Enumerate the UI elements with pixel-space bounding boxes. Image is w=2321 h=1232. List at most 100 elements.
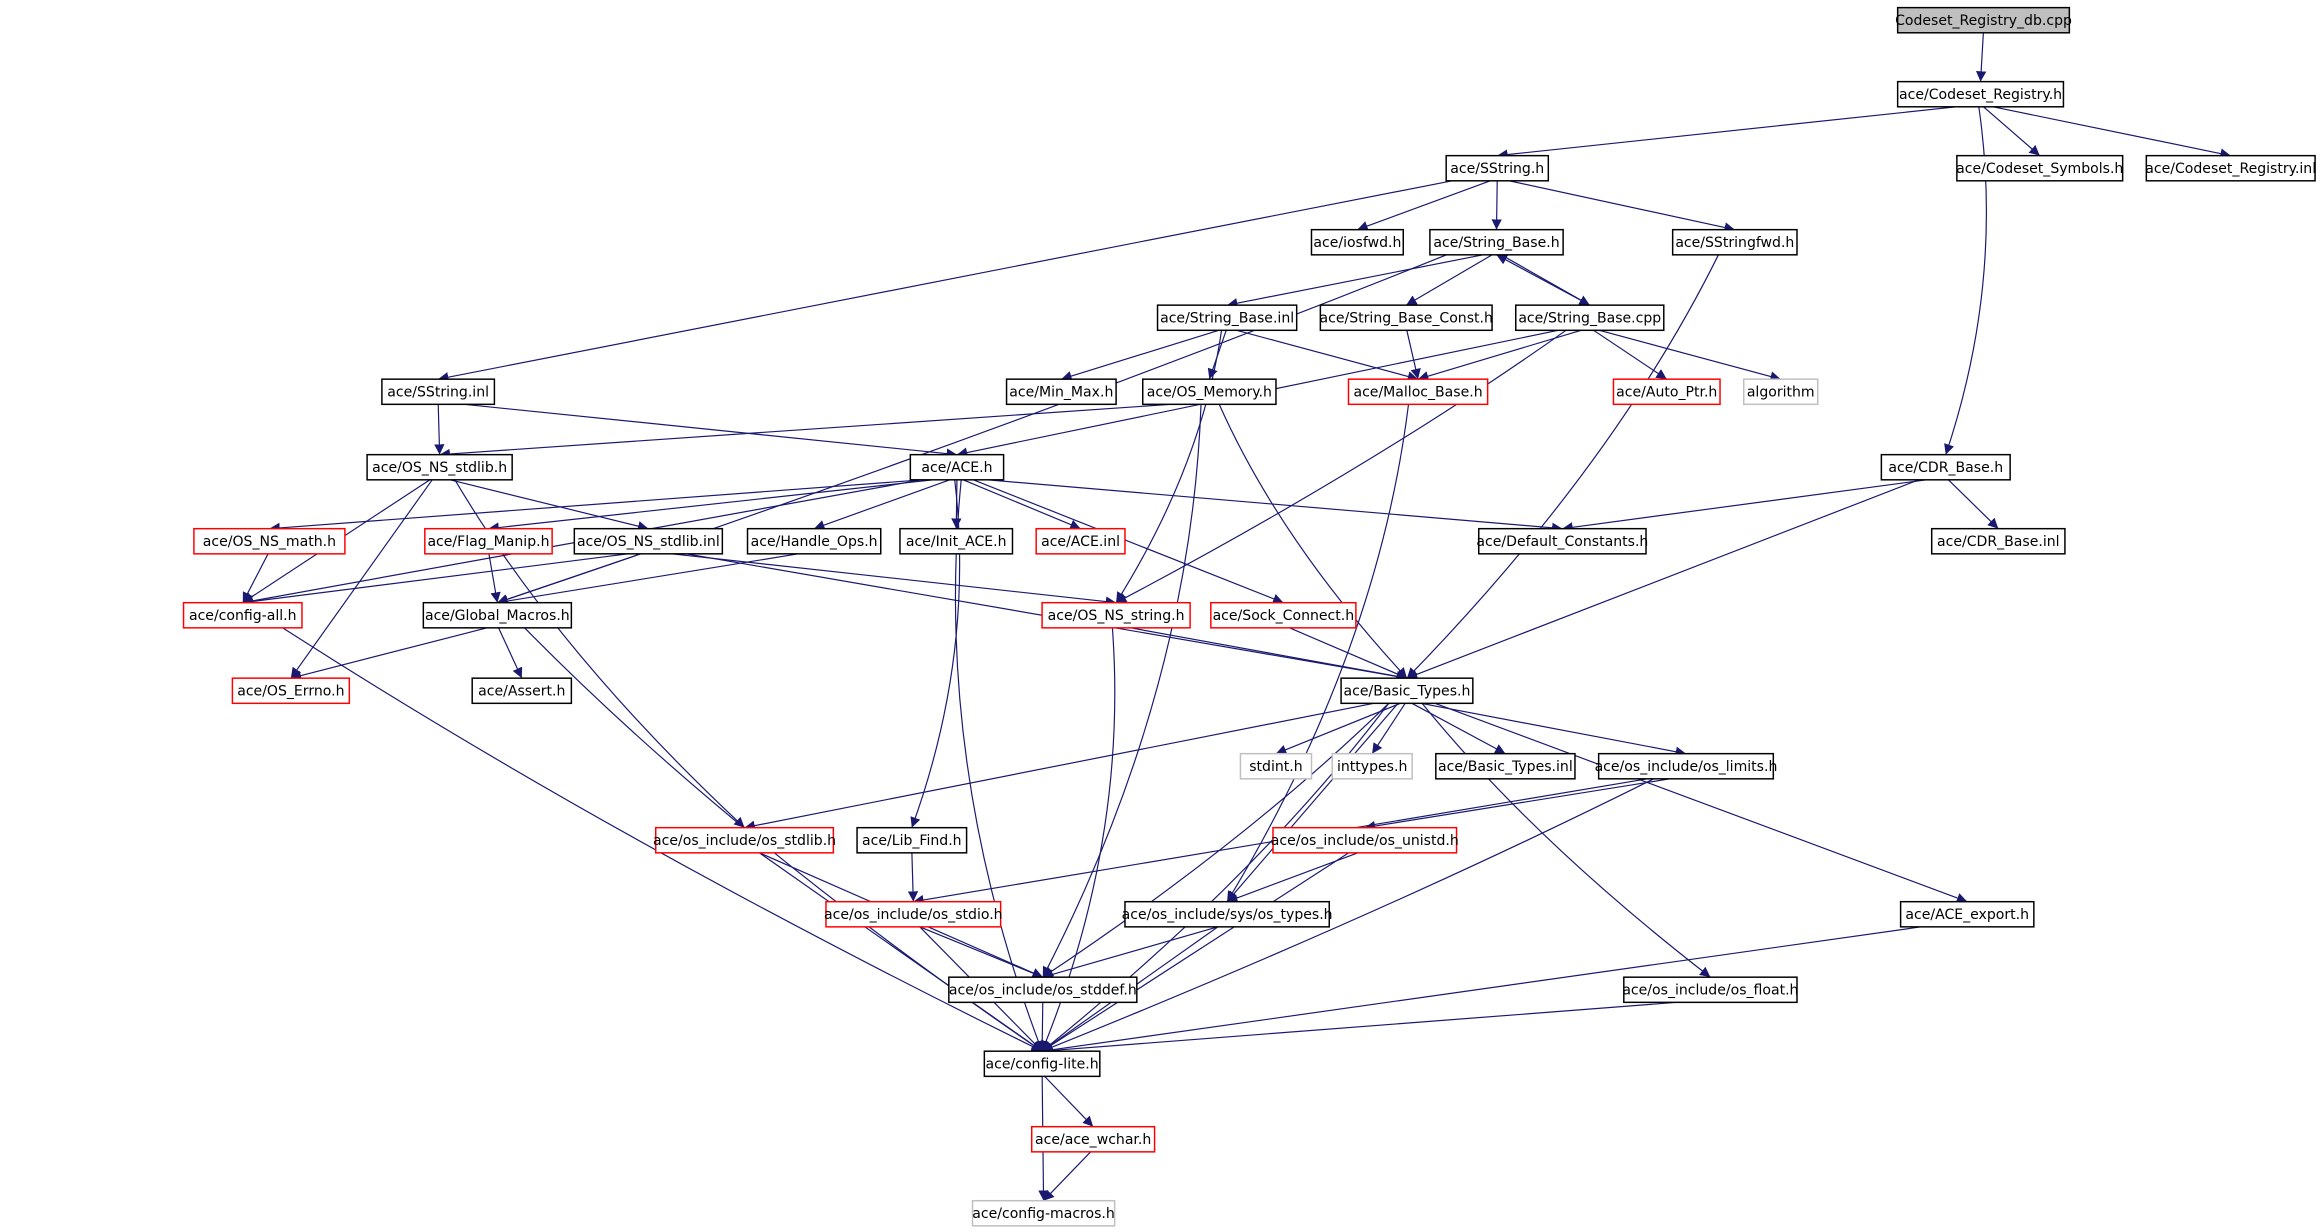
- edge-cdr-h-to-cdr-inl: [1947, 479, 1999, 530]
- node-cdr-inl[interactable]: ace/CDR_Base.inl: [1930, 527, 2066, 555]
- node-box: [2145, 154, 2316, 182]
- node-box: [971, 1199, 1116, 1227]
- node-label: ace/OS_NS_stdlib.inl: [577, 534, 720, 550]
- node-auto-ptr[interactable]: ace/Auto_Ptr.h: [1612, 378, 1721, 406]
- node-box: [1210, 601, 1357, 629]
- node-sstringfwd[interactable]: ace/SStringfwd.h: [1671, 228, 1798, 256]
- node-ns-math[interactable]: ace/OS_NS_math.h: [193, 527, 346, 555]
- node-config-lite[interactable]: ace/config-lite.h: [983, 1050, 1101, 1078]
- node-stdint[interactable]: stdint.h: [1239, 752, 1313, 780]
- node-os-stddef[interactable]: ace/os_include/os_stddef.h: [948, 976, 1138, 1004]
- edge-global-macros-to-assert: [498, 627, 523, 679]
- edge-os-types-to-os-stddef: [1042, 926, 1219, 980]
- node-os-float[interactable]: ace/os_include/os_float.h: [1622, 976, 1798, 1004]
- node-box: [1005, 378, 1117, 406]
- edge-ns-stdlib-inl-to-ns-string: [671, 553, 1117, 607]
- node-inttypes[interactable]: inttypes.h: [1331, 752, 1413, 780]
- node-label: ace/SString.inl: [387, 384, 489, 400]
- node-os-unistd[interactable]: ace/os_include/os_unistd.h: [1271, 826, 1459, 854]
- node-box: [1896, 6, 2071, 34]
- edge-sb-inl-to-malloc-base: [1236, 329, 1419, 382]
- node-ace-inl[interactable]: ace/ACE.inl: [1035, 527, 1126, 555]
- node-box: [983, 1050, 1101, 1078]
- node-box: [856, 826, 968, 854]
- node-label: ace/SString.h: [1450, 161, 1544, 177]
- node-sb-inl[interactable]: ace/String_Base.inl: [1156, 304, 1298, 332]
- edge-global-macros-to-os-errno: [290, 627, 488, 681]
- node-sb-const[interactable]: ace/String_Base_Const.h: [1320, 304, 1493, 332]
- node-ace-export[interactable]: ace/ACE_export.h: [1899, 900, 2035, 928]
- edge-sb-cpp-to-ns-string: [1115, 329, 1567, 604]
- edge-os-stdio-to-os-stddef: [919, 926, 1044, 979]
- node-ns-stdlib-inl[interactable]: ace/OS_NS_stdlib.inl: [573, 527, 724, 555]
- node-sstring-h[interactable]: ace/SString.h: [1445, 154, 1550, 182]
- node-box: [1623, 976, 1798, 1004]
- edge-ace-h-to-default-const: [987, 479, 1563, 533]
- node-os-stdlib[interactable]: ace/os_include/os_stdlib.h: [653, 826, 836, 854]
- node-cs-sym[interactable]: ace/Codeset_Symbols.h: [1956, 154, 2124, 182]
- node-os-limits[interactable]: ace/os_include/os_limits.h: [1595, 752, 1778, 780]
- node-default-const[interactable]: ace/Default_Constants.h: [1476, 527, 1648, 555]
- node-label: ace/Codeset_Registry.inl: [2145, 161, 2316, 177]
- node-label: ace/String_Base.h: [1433, 235, 1559, 251]
- node-sb-h[interactable]: ace/String_Base.h: [1429, 228, 1564, 256]
- edge-basic-types-to-inttypes: [1371, 703, 1406, 754]
- node-config-all[interactable]: ace/config-all.h: [182, 601, 303, 629]
- node-handle-ops[interactable]: ace/Handle_Ops.h: [746, 527, 882, 555]
- node-label: ace/OS_NS_math.h: [203, 534, 336, 550]
- node-box: [1239, 752, 1313, 780]
- node-ace-h[interactable]: ace/ACE.h: [909, 453, 1005, 481]
- node-basic-types[interactable]: ace/Basic_Types.h: [1340, 677, 1474, 705]
- node-cpp[interactable]: Codeset_Registry_db.cpp: [1895, 6, 2072, 34]
- node-box: [909, 453, 1005, 481]
- node-malloc-base[interactable]: ace/Malloc_Base.h: [1347, 378, 1489, 406]
- node-box: [1156, 304, 1298, 332]
- node-ns-string[interactable]: ace/OS_NS_string.h: [1041, 601, 1191, 629]
- node-lib-find[interactable]: ace/Lib_Find.h: [856, 826, 968, 854]
- node-label: ace/Flag_Manip.h: [427, 534, 549, 550]
- node-global-macros[interactable]: ace/Global_Macros.h: [422, 601, 573, 629]
- node-flag-manip[interactable]: ace/Flag_Manip.h: [424, 527, 553, 555]
- node-box: [1671, 228, 1798, 256]
- node-ace-wchar[interactable]: ace/ace_wchar.h: [1030, 1125, 1156, 1153]
- node-os-types[interactable]: ace/os_include/sys/os_types.h: [1122, 900, 1333, 928]
- node-cr-inl[interactable]: ace/Codeset_Registry.inl: [2145, 154, 2316, 182]
- node-cr-h[interactable]: ace/Codeset_Registry.h: [1896, 80, 2065, 108]
- node-os-memory[interactable]: ace/OS_Memory.h: [1141, 378, 1277, 406]
- edge-ns-stdlib-h-to-os-stdlib: [454, 479, 745, 829]
- node-label: ace/Init_ACE.h: [906, 534, 1007, 550]
- node-box: [366, 453, 513, 481]
- node-init-ace[interactable]: ace/Init_ACE.h: [899, 527, 1014, 555]
- node-algorithm[interactable]: algorithm: [1742, 378, 1819, 406]
- node-cdr-h[interactable]: ace/CDR_Base.h: [1880, 453, 2011, 481]
- node-box: [1896, 80, 2065, 108]
- node-os-errno[interactable]: ace/OS_Errno.h: [231, 677, 351, 705]
- node-box: [1742, 378, 1819, 406]
- node-label: ace/Default_Constants.h: [1476, 534, 1648, 550]
- node-sstring-inl[interactable]: ace/SString.inl: [381, 378, 496, 406]
- node-iosfwd[interactable]: ace/iosfwd.h: [1310, 228, 1404, 256]
- node-sb-cpp[interactable]: ace/String_Base.cpp: [1515, 304, 1665, 332]
- edge-os-limits-to-os-unistd: [1364, 778, 1671, 832]
- node-sock-connect[interactable]: ace/Sock_Connect.h: [1210, 601, 1357, 629]
- edge-ns-stdlib-h-to-ns-stdlib-inl: [449, 479, 649, 532]
- edge-cr-h-to-sstring-h: [1497, 106, 1957, 160]
- node-os-stdio[interactable]: ace/os_include/os_stdio.h: [824, 900, 1003, 928]
- edge-os-memory-to-ns-stdlib-h: [439, 403, 1171, 460]
- node-box: [1041, 601, 1191, 629]
- node-label: ace/OS_NS_stdlib.h: [372, 460, 507, 476]
- node-minmax[interactable]: ace/Min_Max.h: [1005, 378, 1117, 406]
- edge-basic-types-to-stdint: [1275, 702, 1401, 755]
- node-config-macros[interactable]: ace/config-macros.h: [971, 1199, 1116, 1227]
- node-ns-stdlib-h[interactable]: ace/OS_NS_stdlib.h: [366, 453, 513, 481]
- node-box: [1030, 1125, 1156, 1153]
- edge-ace-h-to-sock-connect: [973, 479, 1284, 604]
- node-label: ace/OS_Errno.h: [237, 683, 344, 699]
- node-box: [825, 900, 1002, 928]
- edge-os-stdlib-to-config-lite: [759, 852, 1043, 1052]
- node-assert[interactable]: ace/Assert.h: [471, 677, 573, 705]
- edge-ace-h-to-handle-ops: [813, 479, 951, 531]
- edge-sb-cpp-to-sb-h: [1496, 254, 1591, 306]
- edge-sstring-inl-to-ace-h: [464, 403, 958, 459]
- node-bt-inl[interactable]: ace/Basic_Types.inl: [1435, 752, 1576, 780]
